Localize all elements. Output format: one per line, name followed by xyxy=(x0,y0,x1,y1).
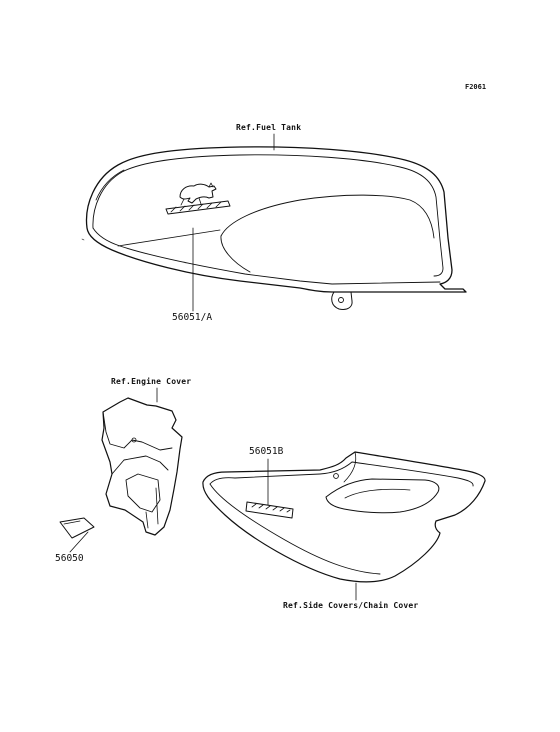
part-number-side-cover-decal: 56051B xyxy=(249,446,284,457)
part-number-engine-cover-mark: 56050 xyxy=(55,553,84,564)
ref-side-covers-label: Ref.Side Covers/Chain Cover xyxy=(283,601,419,610)
ref-fuel-tank-label: Ref.Fuel Tank xyxy=(236,123,302,132)
fuel-tank-drawing xyxy=(81,146,467,310)
engine-cover-drawing xyxy=(101,397,183,536)
figure-code: F2061 xyxy=(465,83,487,91)
side-cover-decal-drawing xyxy=(245,501,294,519)
engine-cover-mark-drawing xyxy=(59,517,95,539)
ref-engine-cover-label: Ref.Engine Cover xyxy=(111,377,192,386)
side-cover-drawing xyxy=(202,451,486,583)
leader-lines xyxy=(69,133,357,601)
tank-emblem-drawing xyxy=(165,182,231,215)
part-number-tank-emblem: 56051/A xyxy=(172,312,213,323)
